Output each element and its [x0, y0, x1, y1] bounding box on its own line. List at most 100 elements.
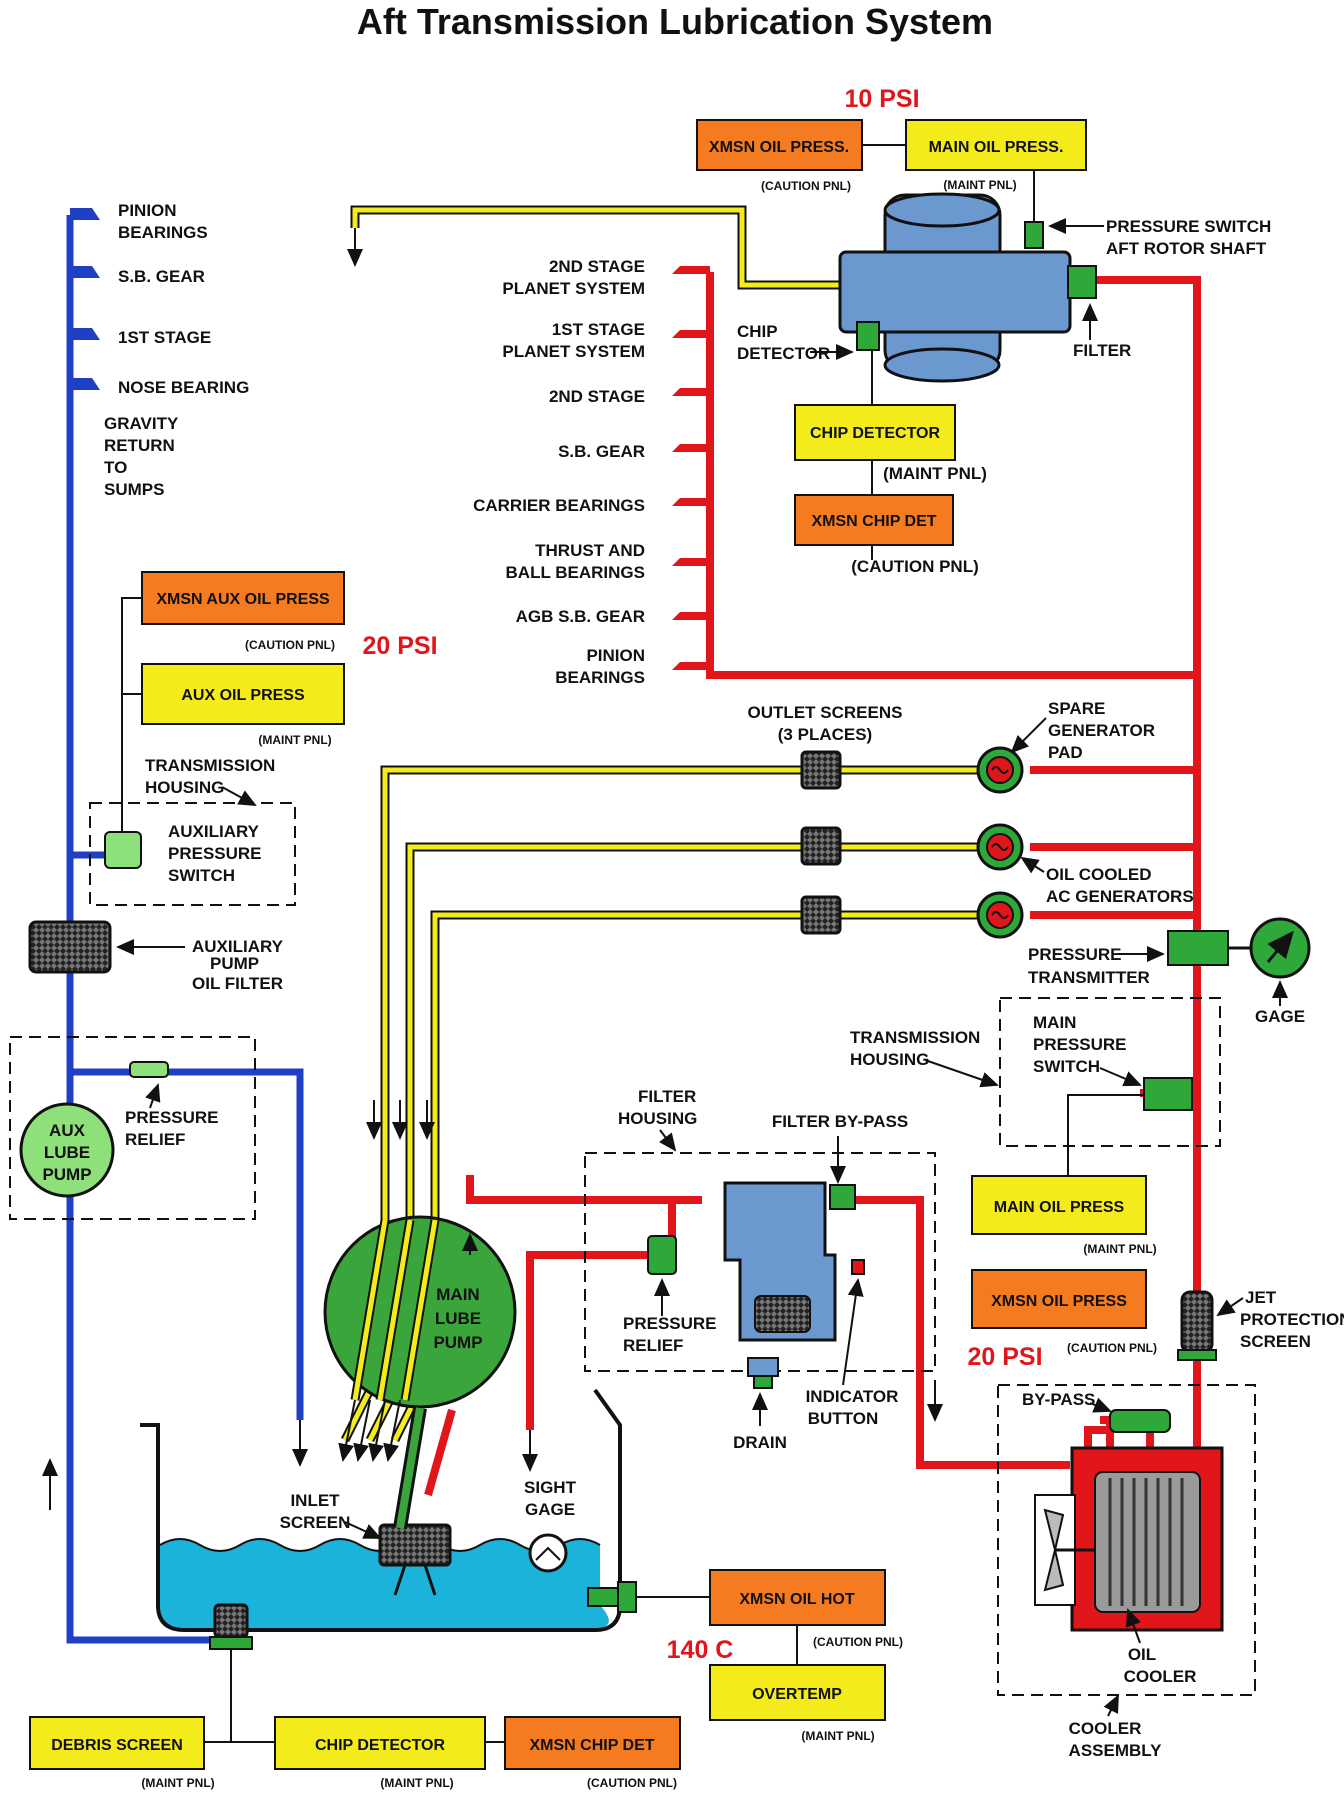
diagram-title: Aft Transmission Lubrication System — [357, 1, 993, 42]
aux-oil-press-box: AUX OIL PRESS — [141, 663, 345, 725]
chip-detector-top-label: CHIP DETECTOR — [810, 425, 941, 442]
gravity-label-4: SUMPS — [104, 480, 164, 499]
aux-pump-oil-filter — [28, 920, 112, 974]
inlet-screen-label-1: INLET — [290, 1491, 340, 1510]
debris-screen-label: DEBRIS SCREEN — [51, 1737, 183, 1754]
cooling-lines-over-pump — [350, 1219, 440, 1401]
aux-lube-pump — [19, 1102, 115, 1198]
aux-filter-label-1: AUXILIARY — [192, 937, 284, 956]
pressure-switch-label-1: PRESSURE SWITCH — [1106, 217, 1271, 236]
chip-detector-bottom-label: CHIP DETECTOR — [315, 1737, 446, 1754]
temp-sensor — [587, 1587, 623, 1607]
overtemp-box: OVERTEMP — [709, 1664, 886, 1721]
xmsn-oil-press-top-label: XMSN OIL PRESS. — [709, 139, 849, 156]
main-oil-press-top-label: MAIN OIL PRESS. — [929, 139, 1064, 156]
return-branches — [70, 208, 100, 390]
jet-label-thrust-2: BALL BEARINGS — [506, 563, 645, 582]
filter-label: FILTER — [1073, 341, 1131, 360]
xmsn-oil-press-top-box: XMSN OIL PRESS. — [696, 119, 863, 171]
xmsn-oil-hot-box: XMSN OIL HOT — [709, 1569, 886, 1626]
return-label-pinion-2: BEARINGS — [118, 223, 208, 242]
bypass-arrow — [1089, 1397, 1112, 1413]
maint-panel-overtemp: (MAINT PNL) — [801, 1729, 874, 1743]
debris-screen-box: DEBRIS SCREEN — [29, 1716, 205, 1770]
trans-housing-right-label-1: TRANSMISSION — [850, 1028, 980, 1047]
aux-pump-label-2: LUBE — [44, 1143, 90, 1162]
jet-screen-label-1: JET — [1245, 1288, 1277, 1307]
jet-label-2nd-stage: 2ND STAGE — [549, 387, 645, 406]
caution-panel-hot: (CAUTION PNL) — [813, 1635, 903, 1649]
indicator-label-2: BUTTON — [808, 1409, 879, 1428]
cooler-assembly-housing — [997, 1384, 1256, 1696]
inlet-screen — [378, 1523, 452, 1567]
filter-bypass-label: FILTER BY-PASS — [772, 1112, 908, 1131]
drain-label: DRAIN — [733, 1433, 787, 1452]
oil-cooled-label-1: OIL COOLED — [1046, 865, 1151, 884]
spare-gen-label-1: SPARE — [1048, 699, 1105, 718]
main-oil-press-top-box: MAIN OIL PRESS. — [905, 119, 1087, 171]
trans-housing-left-arrow — [221, 786, 257, 806]
caution-panel-main: (CAUTION PNL) — [1067, 1341, 1157, 1355]
chip-detector-label-2: DETECTOR — [737, 344, 830, 363]
transmission-housing-left — [89, 802, 296, 906]
temp-140c: 140 C — [667, 1636, 734, 1664]
aux-oil-press-label: AUX OIL PRESS — [181, 687, 305, 704]
filter-housing-label-2: HOUSING — [618, 1109, 697, 1128]
chip-detector-sensor-top — [856, 321, 880, 351]
aux-pump-housing — [9, 1036, 256, 1220]
debris-screen-plug — [213, 1603, 249, 1639]
oil-cooled-label-2: AC GENERATORS — [1046, 887, 1194, 906]
psi-20-main: 20 PSI — [967, 1343, 1042, 1371]
return-label-pinion-1: PINION — [118, 201, 177, 220]
trans-housing-left-label-1: TRANSMISSION — [145, 756, 275, 775]
pressure-switch-label-2: AFT ROTOR SHAFT — [1106, 239, 1267, 258]
jet-screen-base — [1177, 1349, 1217, 1361]
sight-gage-label-2: GAGE — [525, 1500, 575, 1519]
overtemp-label: OVERTEMP — [752, 1686, 842, 1703]
main-pump-label-3: PUMP — [433, 1333, 482, 1352]
xmsn-chip-det-bottom-label: XMSN CHIP DET — [529, 1737, 654, 1754]
inlet-screen-label-2: SCREEN — [280, 1513, 351, 1532]
oil-cooler-arrow — [1125, 1608, 1141, 1644]
aux-pressure-switch — [104, 831, 142, 869]
main-pump-label-2: LUBE — [435, 1309, 481, 1328]
gravity-label-2: RETURN — [104, 436, 175, 455]
jet-label-pinion-1: PINION — [586, 646, 645, 665]
chip-detector-bottom-box: CHIP DETECTOR — [274, 1716, 486, 1770]
trans-housing-right-label-2: HOUSING — [850, 1050, 929, 1069]
gage-needle — [1266, 930, 1294, 963]
generators — [976, 746, 1024, 939]
aux-pump-label-3: PUMP — [42, 1165, 91, 1184]
press-relief-left-label-1: PRESSURE — [125, 1108, 219, 1127]
filter-bypass — [829, 1184, 856, 1210]
jet-screen-label-3: SCREEN — [1240, 1332, 1311, 1351]
sight-gage — [528, 1533, 568, 1573]
transmission-housing-right — [999, 997, 1221, 1147]
indicator-button — [851, 1259, 865, 1275]
aux-filter-label-3: OIL FILTER — [192, 974, 283, 993]
cooler-fan-icon — [1043, 1508, 1065, 1592]
jet-nozzles — [672, 266, 710, 670]
main-filter-element — [754, 1295, 811, 1333]
oil-cooler-label-2: COOLER — [1124, 1667, 1197, 1686]
pressure-switch-aft-rotor — [1024, 221, 1044, 249]
caution-panel-top: (CAUTION PNL) — [761, 179, 851, 193]
indicator-arrow — [842, 1278, 864, 1386]
cooler-assembly-arrow — [1103, 1694, 1119, 1717]
gearbox-housing — [838, 192, 1072, 383]
flow-arrows — [292, 1100, 943, 1472]
debris-screen-link — [204, 1649, 505, 1743]
outlet-screens-label-1: OUTLET SCREENS — [748, 703, 903, 722]
xmsn-aux-oil-press-label: XMSN AUX OIL PRESS — [156, 591, 330, 608]
pressure-transmitter — [1167, 930, 1229, 966]
xmsn-chip-det-top-box: XMSN CHIP DET — [794, 494, 954, 546]
filter-housing-label-1: FILTER — [638, 1087, 696, 1106]
cooler-assembly-label-1: COOLER — [1069, 1719, 1142, 1738]
outlet-screens — [800, 750, 842, 935]
oil-cooled-arrow — [1020, 856, 1045, 874]
press-trans-label-2: TRANSMITTER — [1028, 968, 1150, 987]
bypass-label: BY-PASS — [1022, 1390, 1095, 1409]
main-switch-arrow — [1099, 1067, 1142, 1087]
filter-top — [1067, 265, 1097, 299]
aux-switch-label-3: SWITCH — [168, 866, 235, 885]
